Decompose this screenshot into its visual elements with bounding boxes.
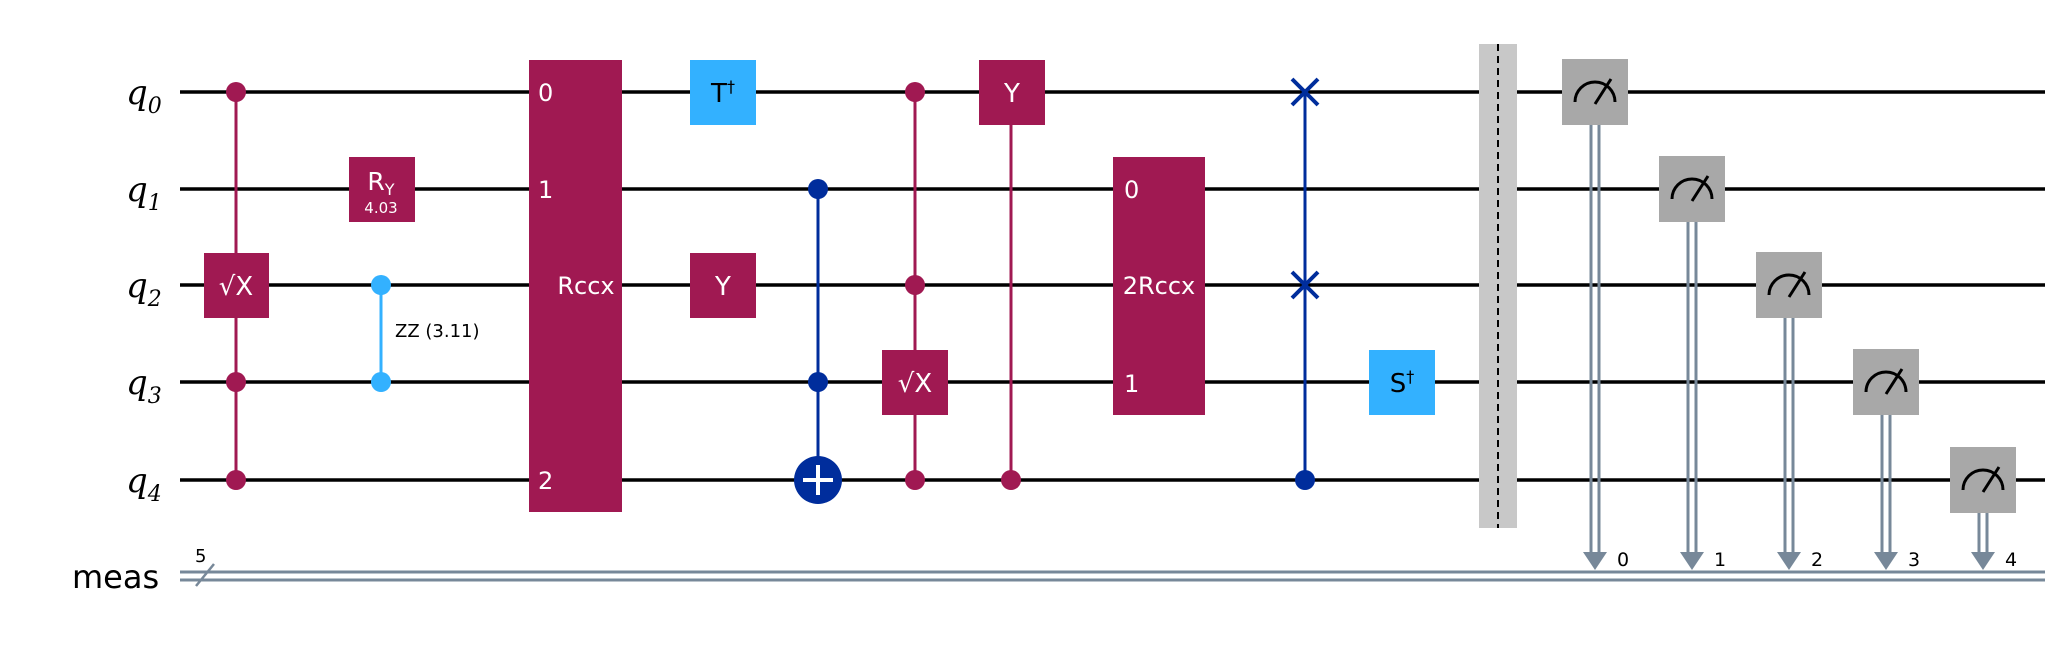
bit-index-3: 3 bbox=[1908, 549, 1920, 571]
rccx-gate-2: 0 1 2Rccx bbox=[1113, 157, 1205, 415]
ry-gate: RY 4.03 bbox=[349, 157, 415, 222]
label-q1: q1 bbox=[126, 170, 162, 216]
rccx-port-0: 0 bbox=[538, 79, 553, 107]
measure-gate-q0: 0 bbox=[1562, 59, 1629, 571]
tdg-gate: T† bbox=[690, 60, 756, 125]
label-meas: meas bbox=[72, 558, 159, 596]
label-q3: q3 bbox=[126, 363, 162, 409]
measure-gate-q1: 1 bbox=[1659, 156, 1726, 571]
control-dot bbox=[905, 82, 925, 102]
measure-gate-q2: 2 bbox=[1756, 252, 1823, 571]
meter-icon bbox=[1670, 175, 1714, 202]
control-dot bbox=[226, 470, 246, 490]
bit-index-4: 4 bbox=[2005, 549, 2017, 571]
rccx2-port-0: 0 bbox=[1124, 176, 1139, 204]
arrow-down-icon bbox=[1874, 552, 1898, 570]
control-dot bbox=[1295, 470, 1315, 490]
control-dot bbox=[371, 372, 391, 392]
control-dot bbox=[808, 372, 828, 392]
rccx-label: Rccx bbox=[557, 272, 614, 300]
classical-width: 5 bbox=[195, 546, 206, 567]
ry-label: RY bbox=[367, 167, 394, 199]
meter-icon bbox=[1961, 466, 2005, 493]
sx-box bbox=[882, 350, 948, 415]
control-dot bbox=[808, 179, 828, 199]
sdg-label: S† bbox=[1390, 367, 1415, 399]
measurements: 0 1 2 3 4 bbox=[1562, 59, 2017, 571]
ry-param: 4.03 bbox=[364, 199, 397, 217]
rzz-gate: ZZ (3.11) bbox=[371, 275, 480, 392]
controlled-sx-gate-2: √X bbox=[882, 82, 948, 490]
control-dot bbox=[371, 275, 391, 295]
control-dot bbox=[226, 82, 246, 102]
controlled-sx-gate: √X bbox=[204, 82, 269, 490]
ccx-gate bbox=[794, 179, 842, 504]
arrow-down-icon bbox=[1971, 552, 1995, 570]
rccx2-label: 2Rccx bbox=[1123, 272, 1196, 300]
tdg-label: T† bbox=[710, 77, 735, 109]
y-label: Y bbox=[714, 272, 731, 302]
barrier bbox=[1479, 44, 1517, 528]
sx-box bbox=[204, 253, 269, 318]
qubit-wires bbox=[180, 90, 2045, 482]
label-q4: q4 bbox=[126, 461, 162, 507]
sdg-gate: S† bbox=[1369, 350, 1435, 415]
sx-label: √X bbox=[898, 369, 932, 399]
arrow-down-icon bbox=[1583, 552, 1607, 570]
control-dot bbox=[226, 372, 246, 392]
control-dot bbox=[905, 470, 925, 490]
label-q2: q2 bbox=[126, 266, 162, 312]
measure-gate-q4: 4 bbox=[1950, 447, 2017, 571]
meter-icon bbox=[1573, 78, 1617, 105]
measure-gate-q3: 3 bbox=[1853, 349, 1920, 571]
bit-index-2: 2 bbox=[1811, 549, 1823, 571]
arrow-down-icon bbox=[1777, 552, 1801, 570]
rzz-label: ZZ (3.11) bbox=[395, 321, 480, 342]
rccx-port-2: 2 bbox=[538, 467, 553, 495]
swap-cross-icon bbox=[1290, 270, 1320, 300]
controlled-y-gate: Y bbox=[979, 60, 1045, 490]
y-gate-q2: Y bbox=[690, 253, 756, 318]
sx-label: √X bbox=[219, 272, 253, 302]
control-dot bbox=[1001, 470, 1021, 490]
label-q0: q0 bbox=[126, 73, 162, 119]
swap-cross-icon bbox=[1290, 77, 1320, 107]
cswap-gate bbox=[1290, 77, 1320, 490]
bit-index-0: 0 bbox=[1617, 549, 1629, 571]
classical-wire: 5 bbox=[180, 546, 2045, 587]
rccx-port-1: 1 bbox=[538, 176, 553, 204]
rccx2-port-1: 1 bbox=[1124, 370, 1139, 398]
qubit-labels: q0 q1 q2 q3 q4 meas bbox=[72, 73, 162, 596]
arrow-down-icon bbox=[1680, 552, 1704, 570]
bit-index-1: 1 bbox=[1714, 549, 1726, 571]
meter-icon bbox=[1767, 271, 1811, 298]
bus-slash bbox=[195, 563, 215, 587]
y-label: Y bbox=[1003, 79, 1020, 109]
meter-icon bbox=[1864, 368, 1908, 395]
control-dot bbox=[905, 275, 925, 295]
rccx-gate: 0 1 2 Rccx bbox=[529, 60, 622, 512]
